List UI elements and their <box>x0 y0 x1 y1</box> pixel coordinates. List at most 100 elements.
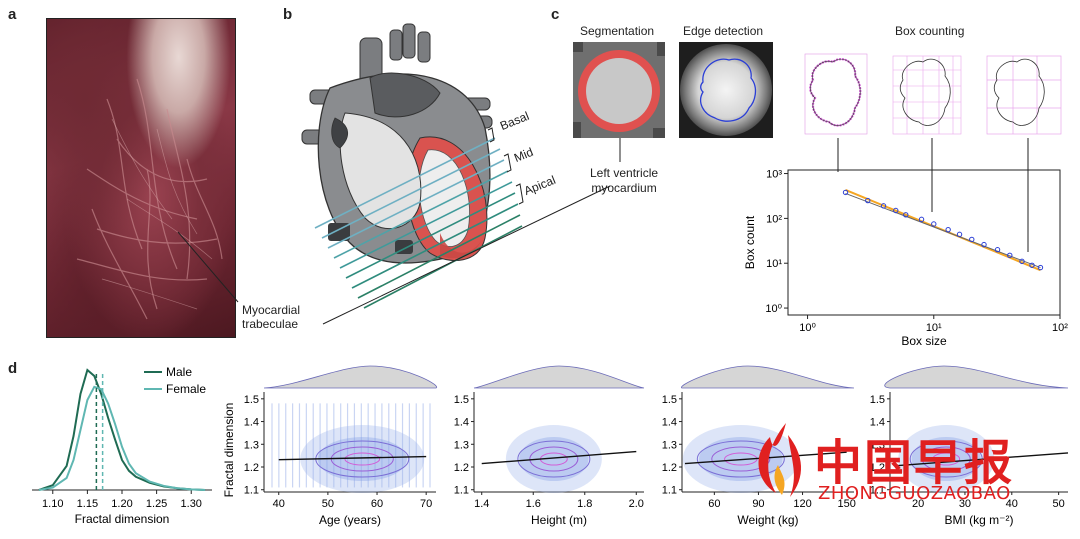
scatter-weight-ytick-label: 1.3 <box>662 439 677 451</box>
bc-data-point <box>1007 252 1013 259</box>
scatter-bmi-xtick-label: 30 <box>959 498 971 510</box>
scatter-age-xtick-label: 60 <box>371 498 383 510</box>
density-xtick-label: 1.20 <box>111 498 132 510</box>
scatter-weight-xtick-label: 120 <box>793 498 811 510</box>
trabeculae-texture <box>76 78 223 320</box>
scatter-bmi-ytick-label: 1.3 <box>870 439 885 451</box>
scatter-height-xtick-label: 2.0 <box>629 498 644 510</box>
trabeculae-label: Myocardial trabeculae <box>242 303 301 331</box>
scatter-bmi-contour-mid <box>921 446 971 472</box>
bc-data-point <box>931 221 937 227</box>
bc-data-point <box>981 241 987 248</box>
density-xtick-label: 1.25 <box>146 498 167 510</box>
bc-xlabel: Box size <box>901 334 947 348</box>
box-counting-label: Box counting <box>895 24 965 38</box>
edge-detection-image <box>679 42 773 138</box>
scatter-weight-ytick-label: 1.2 <box>662 462 677 474</box>
bc-data-point <box>903 212 909 218</box>
scatter-height-ytick-label: 1.3 <box>454 439 469 451</box>
scatter-age-point-cloud-core <box>317 437 407 482</box>
scatter-height-xtick-label: 1.4 <box>474 498 489 510</box>
bc-data-point <box>956 231 963 238</box>
bc-data-point <box>865 197 871 204</box>
scatter-weight-marginal <box>681 365 855 389</box>
scatter-age-ytick-label: 1.5 <box>244 394 259 406</box>
scatter-bmi-contour-inner <box>932 452 961 466</box>
scatter-age-point-cloud <box>300 425 425 494</box>
scatter-age-contour-inner <box>344 452 381 466</box>
scatter-age-xtick-label: 40 <box>273 498 285 510</box>
scatter-age-ytick-label: 1.2 <box>244 462 259 474</box>
scatter-bmi-ytick-label: 1.2 <box>870 462 885 474</box>
bc-data-point <box>1029 262 1035 268</box>
density-xlabel: Fractal dimension <box>75 512 170 526</box>
lv-myocardium-label: Left ventricle myocardium <box>590 166 659 195</box>
scatter-weight-contour-outer <box>696 440 785 478</box>
panel-b-letter: b <box>283 6 293 23</box>
scatter-age-xtick-label: 70 <box>420 498 432 510</box>
scatter-bmi-ytick-label: 1.5 <box>870 394 885 406</box>
scatter-height-ytick-label: 1.4 <box>454 417 469 429</box>
scatter-age-marginal <box>263 365 438 389</box>
bc-data-point <box>945 226 951 233</box>
scatter-bmi-xtick-label: 20 <box>912 498 924 510</box>
density-line-female <box>38 385 206 491</box>
bc-data-point <box>969 236 975 243</box>
scatter-height-point-cloud <box>505 425 602 494</box>
scatter-bmi-point-cloud-core <box>911 437 981 482</box>
scatter-height-contour-mid <box>529 446 579 472</box>
scatter-bmi-ytick-label: 1.1 <box>870 485 885 497</box>
density-xtick-label: 1.15 <box>77 498 98 510</box>
bc-ytick-label: 10¹ <box>766 258 782 270</box>
bc-data-point <box>880 203 887 209</box>
scatter-height-xtick-label: 1.6 <box>526 498 541 510</box>
scatter-age-xtick-label: 50 <box>322 498 334 510</box>
scatter-height-ytick-label: 1.2 <box>454 462 469 474</box>
panel-a-callout-line <box>177 231 239 303</box>
panel-a-letter: a <box>8 6 17 23</box>
scatter-weight-ytick-label: 1.4 <box>662 417 677 429</box>
bc-data-point <box>994 247 1001 253</box>
bc-data-point <box>918 216 925 223</box>
scatter-height-point-cloud-core <box>519 437 589 482</box>
segmentation-label: Segmentation <box>580 24 655 38</box>
density-legend-label: Female <box>166 382 206 396</box>
scatter-height-ytick-label: 1.1 <box>454 485 469 497</box>
scatter-height-xlabel: Height (m) <box>531 513 587 527</box>
scatter-age-ytick-label: 1.3 <box>244 439 259 451</box>
bc-xtick-label: 10⁰ <box>799 322 816 334</box>
box-counting-images <box>804 53 1062 135</box>
segmentation-image <box>573 42 665 138</box>
bc-ytick-label: 10² <box>766 213 782 225</box>
scatter-weight-xlabel: Weight (kg) <box>737 513 798 527</box>
density-legend-label: Male <box>166 365 192 379</box>
scatter-weight-ytick-label: 1.1 <box>662 485 677 497</box>
bc-axes-frame <box>787 169 1061 316</box>
watermark-title: 中国早报 <box>814 435 1015 491</box>
scatter-bmi-point-cloud <box>898 425 995 494</box>
scatter-bmi-xtick-label: 40 <box>1006 498 1018 510</box>
panel-d-letter: d <box>8 360 18 377</box>
scatter-age-ylabel: Fractal dimension <box>222 403 236 498</box>
bc-data-point <box>1019 258 1025 265</box>
panel-c-letter: c <box>551 6 560 23</box>
watermark: 中国早报 ZHONGGUOZAOBAO <box>748 415 1068 515</box>
scatter-weight-xtick-label: 60 <box>708 498 720 510</box>
scatter-bmi-xlabel: BMI (kg m⁻²) <box>945 513 1014 527</box>
scatter-weight-ytick-label: 1.5 <box>662 394 677 406</box>
bc-data-point <box>842 189 849 196</box>
scatter-weight-xtick-label: 150 <box>837 498 855 510</box>
scatter-bmi-ytick-label: 1.4 <box>870 417 885 429</box>
scatter-height-fit-line <box>481 450 637 465</box>
heart-diagram <box>301 23 524 309</box>
scatter-bmi-xtick-label: 50 <box>1053 498 1065 510</box>
scatter-age-ytick-label: 1.1 <box>244 485 259 497</box>
density-xtick-label: 1.30 <box>181 498 202 510</box>
bc-data-point <box>893 207 899 214</box>
